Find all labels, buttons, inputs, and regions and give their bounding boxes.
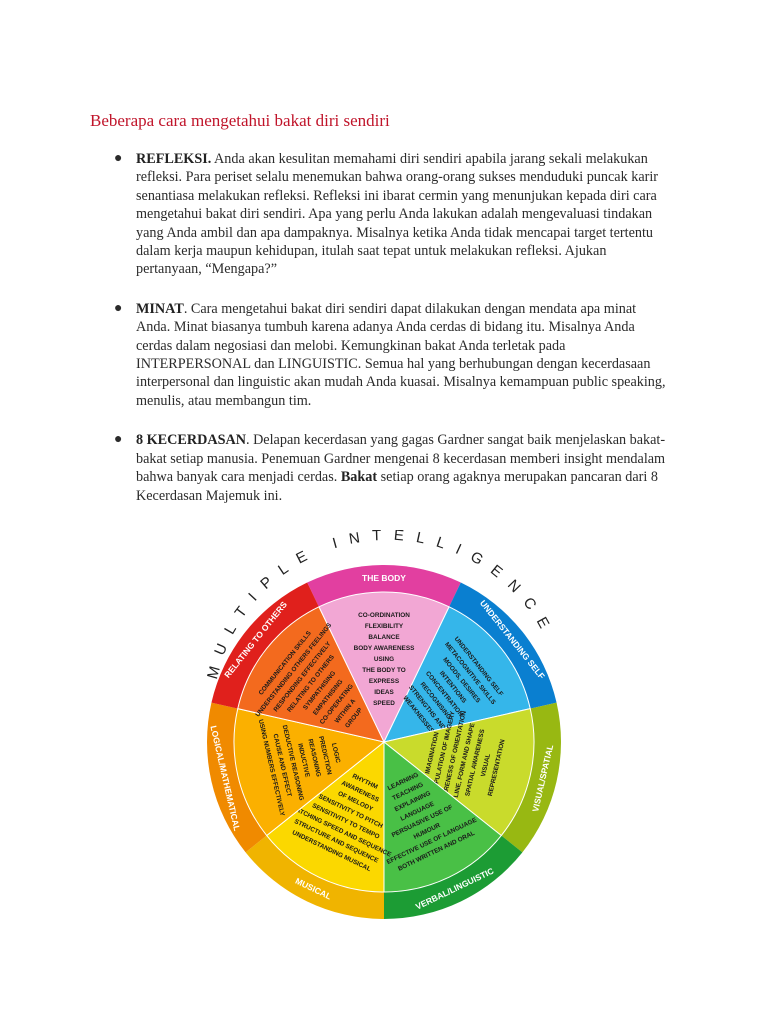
- multiple-intelligence-wheel: MULTIPLE INTELLIGENCE THE BODYCO-ORDINAT…: [204, 530, 561, 919]
- wheel-skill-label: BALANCE: [368, 634, 400, 641]
- wheel-segment-fill: [383, 740, 502, 893]
- wheel-skill-label: CO-ORDINATION: [358, 612, 410, 619]
- wheel-segment-fill: [318, 591, 450, 744]
- wheel-segment-lines: CO-ORDINATION FLEXIBILITY BALANCE BODY AWAR…: [354, 612, 415, 707]
- wheel-skill-label: BODY AWARENESS: [354, 645, 415, 652]
- bullet-icon: ●: [114, 151, 123, 166]
- wheel-skill-label: SPEED: [373, 700, 395, 707]
- bullet-icon: ●: [114, 432, 123, 448]
- item-heading: MINAT: [136, 300, 184, 317]
- list-item: ● 8 KECERDASAN. Delapan kecerdasan yang …: [110, 431, 670, 505]
- item-heading: REFLEKSI.: [136, 151, 212, 167]
- item-inline-bold: Bakat: [340, 469, 378, 486]
- list-item: ● REFLEKSI. Anda akan kesulitan memahami…: [110, 150, 670, 279]
- item-text: . Cara mengetahui bakat diri sendiri dap…: [136, 300, 666, 409]
- item-heading: 8 KECERDASAN: [136, 432, 246, 449]
- wheel-segment-fill: [233, 708, 386, 837]
- wheel-segment-fill: [383, 606, 531, 743]
- wheel-segment-fill: [237, 606, 385, 743]
- wheel-skill-label: THE BODY TO: [362, 667, 405, 674]
- item-text: Anda akan kesulitan memahami diri sendir…: [136, 151, 659, 278]
- wheel-skill-label: IDEAS: [374, 689, 394, 696]
- wheel-skill-label: LOGIC: [330, 742, 341, 764]
- wheel-skill-label: EXPRESS: [369, 678, 400, 685]
- list-item: ● MINAT. Cara mengetahui bakat diri send…: [110, 300, 670, 410]
- item-text: . Delapan kecerdasan yang gagas Gardner …: [136, 432, 666, 486]
- bullet-list: ● REFLEKSI. Anda akan kesulitan memahami…: [110, 150, 670, 526]
- item-text-after: setiap orang agaknya merupakan pancaran …: [136, 469, 658, 504]
- wheel-skill-label: FLEXIBILITY: [365, 623, 404, 630]
- wheel-segments: THE BODY CO-ORDINATION FLEXIBILITY BALANCE B…: [207, 565, 561, 919]
- wheel-segment-fill: [266, 740, 385, 893]
- page-title: Beberapa cara mengetahui bakat diri send…: [90, 111, 390, 130]
- wheel-segment-fill: [382, 708, 535, 837]
- wheel-segment-name: THE BODY: [362, 573, 406, 583]
- bullet-icon: ●: [114, 300, 123, 316]
- wheel-skill-label: USING: [374, 656, 394, 663]
